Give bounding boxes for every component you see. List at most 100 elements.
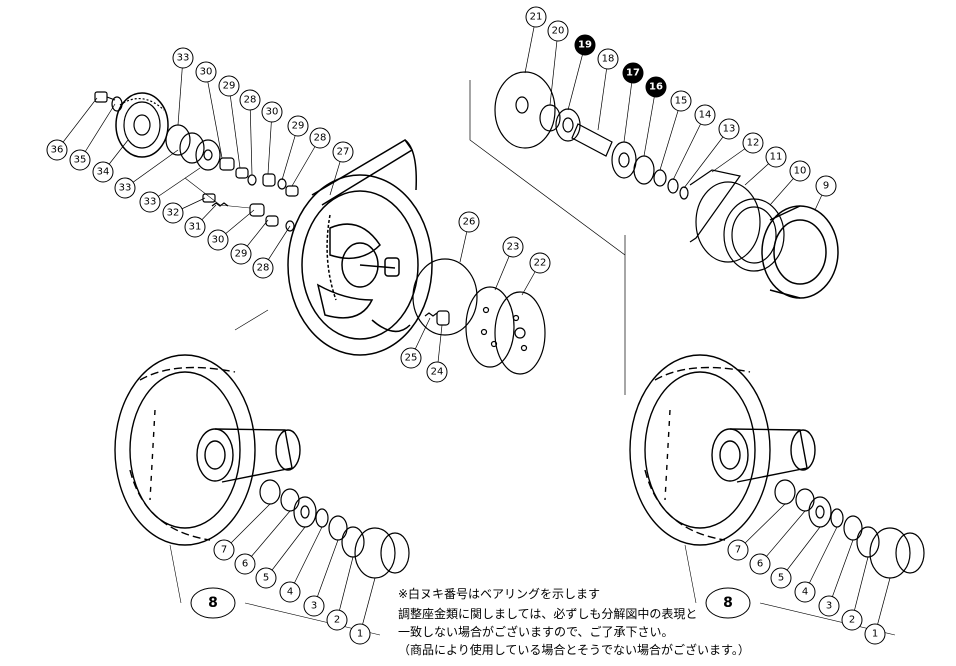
callout-number-r5: 5 bbox=[778, 573, 784, 584]
callout-l7: 7 bbox=[213, 539, 235, 561]
callout-number-c33b: 33 bbox=[119, 183, 132, 194]
leader-r5 bbox=[780, 526, 821, 579]
guide-line-left bbox=[184, 177, 251, 209]
leader-c17 bbox=[623, 72, 634, 143]
callout-number-l6: 6 bbox=[242, 559, 248, 570]
callout-circle-c14 bbox=[694, 104, 716, 126]
leader-c15 bbox=[659, 100, 682, 171]
callout-number-c34: 34 bbox=[97, 167, 110, 178]
washer-r2 bbox=[856, 526, 880, 558]
callout-number-l7: 7 bbox=[221, 545, 227, 556]
leader-c19 bbox=[567, 44, 586, 111]
callout-c30a: 30 bbox=[195, 61, 217, 83]
callout-circle-r7 bbox=[727, 539, 749, 561]
washer-r7 bbox=[774, 479, 796, 505]
callout-number-c23: 23 bbox=[507, 242, 520, 253]
washer-33c-inner bbox=[203, 149, 213, 161]
callout-l3: 3 bbox=[303, 595, 325, 617]
callout-number-c22: 22 bbox=[534, 258, 547, 269]
callout-number-l5: 5 bbox=[263, 573, 269, 584]
callout-circle-r3 bbox=[818, 595, 840, 617]
callout-number-c15: 15 bbox=[675, 96, 688, 107]
callout-r6: 6 bbox=[749, 553, 771, 575]
clip-13 bbox=[679, 186, 689, 200]
callout-c35: 35 bbox=[69, 149, 91, 171]
leader-c28a bbox=[249, 99, 253, 176]
callout-c28a: 28 bbox=[239, 89, 261, 111]
callout-c29c: 29 bbox=[230, 243, 252, 265]
callout-number-r2: 2 bbox=[849, 615, 855, 626]
callout-circle-c19 bbox=[574, 34, 596, 56]
callout-number-c24: 24 bbox=[431, 367, 444, 378]
callout-c11: 11 bbox=[765, 146, 787, 168]
ring-11 bbox=[695, 181, 761, 263]
callout-c28c: 28 bbox=[309, 127, 331, 149]
callout-circle-c26 bbox=[458, 211, 480, 233]
callout-number-c9: 9 bbox=[823, 181, 829, 192]
callout-number-r4: 4 bbox=[802, 587, 808, 598]
callout-number-c10: 10 bbox=[794, 166, 807, 177]
callout-number-c28b: 28 bbox=[257, 263, 270, 274]
callout-c29a: 29 bbox=[218, 75, 240, 97]
callout-number-c21: 21 bbox=[530, 12, 543, 23]
callout-number-c17: 17 bbox=[626, 68, 640, 79]
bracket-top-right bbox=[469, 80, 626, 256]
callout-number-l1: 1 bbox=[357, 629, 363, 640]
washer-33a bbox=[165, 124, 191, 156]
pin-32 bbox=[202, 193, 216, 203]
callout-number-c12: 12 bbox=[747, 138, 760, 149]
callout-c22: 22 bbox=[529, 252, 551, 274]
clip-28c bbox=[285, 220, 295, 232]
callout-circle-c13 bbox=[718, 118, 740, 140]
callout-c36: 36 bbox=[46, 139, 68, 161]
group-callout-g8r: 8 bbox=[705, 587, 751, 619]
callout-number-r6: 6 bbox=[757, 559, 763, 570]
callout-number-c14: 14 bbox=[699, 110, 712, 121]
bearing-16 bbox=[633, 155, 655, 185]
callout-circle-l1 bbox=[349, 623, 371, 645]
o-ring-26 bbox=[412, 258, 478, 336]
callout-r3: 3 bbox=[818, 595, 840, 617]
callout-circle-c28b bbox=[252, 257, 274, 279]
bracket-top-left-guide bbox=[234, 309, 269, 331]
callout-number-c18: 18 bbox=[602, 54, 615, 65]
callout-circle-l5 bbox=[255, 567, 277, 589]
callout-circle-c12 bbox=[742, 132, 764, 154]
callout-circle-c35 bbox=[69, 149, 91, 171]
washer-l7 bbox=[259, 479, 281, 505]
callout-circle-l4 bbox=[279, 581, 301, 603]
adjust-washer-note-line2: 一致しない場合がございますので、ご了承下さい。 bbox=[398, 625, 674, 639]
callout-c28b: 28 bbox=[252, 257, 274, 279]
washer-l3 bbox=[328, 515, 348, 541]
callout-c19: 19 bbox=[574, 34, 596, 56]
disc-21 bbox=[494, 71, 556, 149]
callout-l6: 6 bbox=[234, 553, 256, 575]
callout-circle-c25 bbox=[400, 347, 422, 369]
group-oval-g8l bbox=[190, 587, 236, 619]
leader-c16 bbox=[643, 86, 657, 157]
callout-number-c33a: 33 bbox=[177, 53, 190, 64]
callout-c33c: 33 bbox=[139, 191, 161, 213]
callout-r7: 7 bbox=[727, 539, 749, 561]
callout-circle-c20 bbox=[547, 20, 569, 42]
callout-number-c11: 11 bbox=[770, 152, 783, 163]
callout-circle-c21 bbox=[525, 6, 547, 28]
callout-l4: 4 bbox=[279, 581, 301, 603]
spring-31 bbox=[211, 202, 229, 207]
leader-c18 bbox=[597, 58, 609, 131]
callout-circle-c11 bbox=[765, 146, 787, 168]
callout-number-r7: 7 bbox=[735, 545, 741, 556]
bushing-29 bbox=[235, 167, 249, 179]
callout-number-r1: 1 bbox=[872, 629, 878, 640]
washer-l6 bbox=[280, 488, 300, 512]
callout-number-c36: 36 bbox=[51, 145, 64, 156]
callout-circle-c15 bbox=[670, 90, 692, 112]
clip-14 bbox=[667, 178, 679, 194]
callout-circle-c27 bbox=[332, 141, 354, 163]
bearing-l5 bbox=[293, 496, 317, 528]
leader-r3 bbox=[828, 539, 854, 607]
callout-circle-l2 bbox=[326, 609, 348, 631]
callout-l2: 2 bbox=[326, 609, 348, 631]
ring-10 bbox=[723, 198, 785, 272]
